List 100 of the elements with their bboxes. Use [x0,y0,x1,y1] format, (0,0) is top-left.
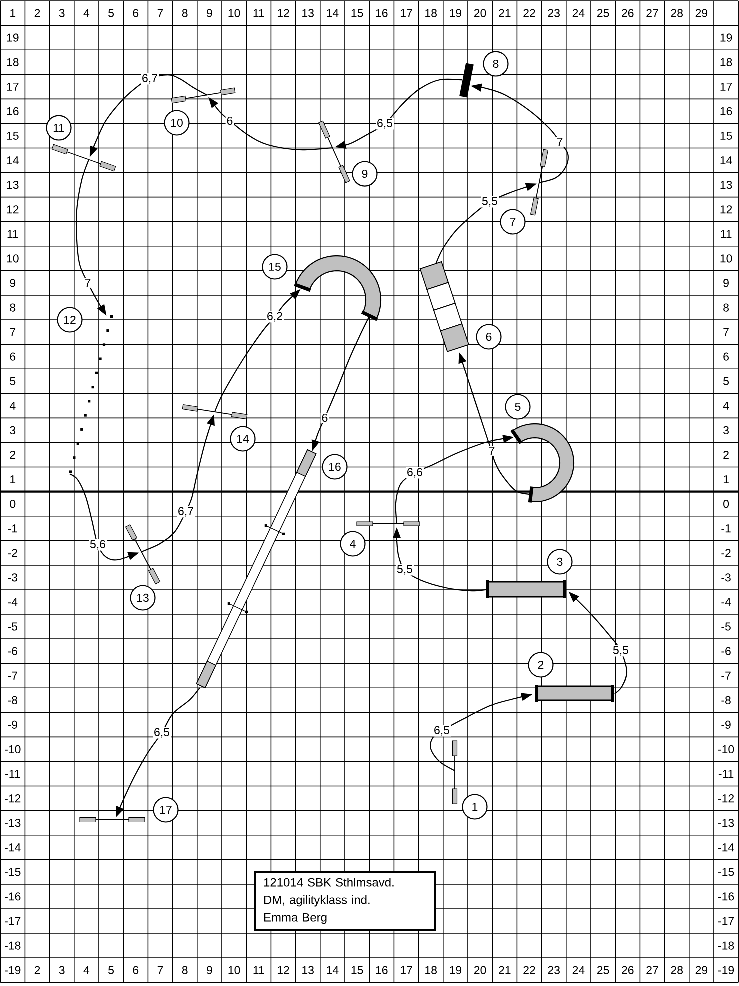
axis-label: 8 [724,304,729,312]
axis-label: 1 [10,9,16,18]
axis-label: -7 [8,672,18,680]
axis-label: 7 [724,328,729,336]
jump [318,120,350,184]
dog-walk [196,449,317,689]
jump [182,404,248,420]
axis-label: 17 [720,82,732,91]
edge-label: 6,5 [433,725,451,737]
edge-label: 6,7 [177,506,195,518]
axis-label: -13 [718,819,734,828]
axis-label: -19 [718,966,734,974]
edge-label: 5,5 [481,196,499,208]
axis-label: 9 [207,966,212,974]
axis-label: -12 [718,794,734,803]
axis-label: 19 [720,34,732,42]
jump [530,149,549,216]
axis-label: 28 [671,966,683,974]
curved-tunnel [510,423,575,503]
jump [452,740,458,804]
axis-label: -1 [722,524,731,533]
edge-label: 7 [488,446,496,456]
axis-label: 13 [302,966,314,974]
axis-label: 15 [352,966,364,974]
axis-label: -17 [5,917,21,926]
axis-label: 20 [474,966,486,974]
axis-label: -11 [6,770,20,778]
axis-label: 8 [182,9,188,18]
axis-label: 22 [524,966,536,974]
axis-label: 2 [34,9,40,18]
axis-label: 6 [133,9,139,18]
axis-label: -5 [722,622,731,631]
edge-label: 7 [84,278,92,288]
axis-label: 2 [10,450,16,460]
axis-label: 28 [671,9,683,18]
axis-label: -10 [718,745,734,754]
axis-label: 7 [158,9,164,18]
jump [52,144,116,172]
axis-label: 22 [524,9,536,18]
axis-label: -15 [718,868,734,876]
axis-label: 11 [254,966,264,974]
axis-label: 17 [7,82,19,91]
axis-label: -8 [8,696,18,704]
axis-label: -10 [5,745,21,754]
axis-label: 12 [278,966,290,974]
axis-label: 6 [724,352,729,361]
axis-label: -6 [722,647,731,656]
jump [171,88,236,104]
axis-label: 5 [108,9,114,18]
jump [356,522,420,526]
edge-label: 6,6 [406,467,424,479]
axis-label: -14 [5,844,21,852]
axis-label: 23 [548,9,560,18]
axis-label: 9 [207,9,212,18]
edge-label: 5,6 [89,539,107,551]
axis-label: 7 [158,966,164,974]
edge-label: 6,2 [266,311,284,323]
axis-label: -4 [722,598,732,606]
axis-label: 8 [10,304,16,312]
axis-label: 2 [724,450,729,460]
axis-label: -19 [5,966,21,974]
axis-label: 13 [720,181,732,190]
axis-label: -5 [8,622,18,631]
axis-label: 18 [426,9,437,18]
axis-label: 13 [7,181,19,190]
axis-label: -3 [722,574,731,582]
axis-label: -9 [722,720,731,729]
axis-label: 15 [720,132,732,140]
axis-label: -2 [8,549,18,558]
curved-tunnel [294,255,382,322]
axis-label: 18 [7,58,19,66]
tunnel [486,580,566,598]
axis-label: 11 [721,230,732,238]
edge-label: 6,5 [376,118,394,130]
axis-label: 12 [7,206,19,214]
axis-label: 25 [597,966,610,974]
axis-label: 16 [376,966,388,974]
axis-label: 19 [450,966,462,974]
axis-label: 16 [7,107,19,116]
axis-label: 10 [7,254,19,263]
axis-label: 4 [10,402,16,410]
axis-label: 14 [327,9,339,18]
axis-label: 24 [572,966,585,974]
axis-label: 19 [7,34,19,42]
info-box: 121014 SBK Sthlmsavd. DM, agilityklass ind. Emma Berg [254,871,436,932]
axis-label: 0 [10,500,16,508]
axis-label: 18 [426,966,437,974]
axis-label: 14 [7,156,19,164]
axis-label: -11 [718,770,734,778]
axis-label: 6 [133,966,139,974]
axis-label: -18 [718,942,734,950]
axis-label: 10 [720,254,732,263]
axis-label: 5 [10,377,16,386]
axis-label: 17 [400,9,412,18]
axis-label: 2 [34,966,40,974]
edge-label: 6 [226,116,234,126]
axis-label: 23 [548,966,560,974]
axis-label: 20 [474,9,486,18]
edge-label: 7 [556,137,564,147]
tunnel [536,685,614,702]
